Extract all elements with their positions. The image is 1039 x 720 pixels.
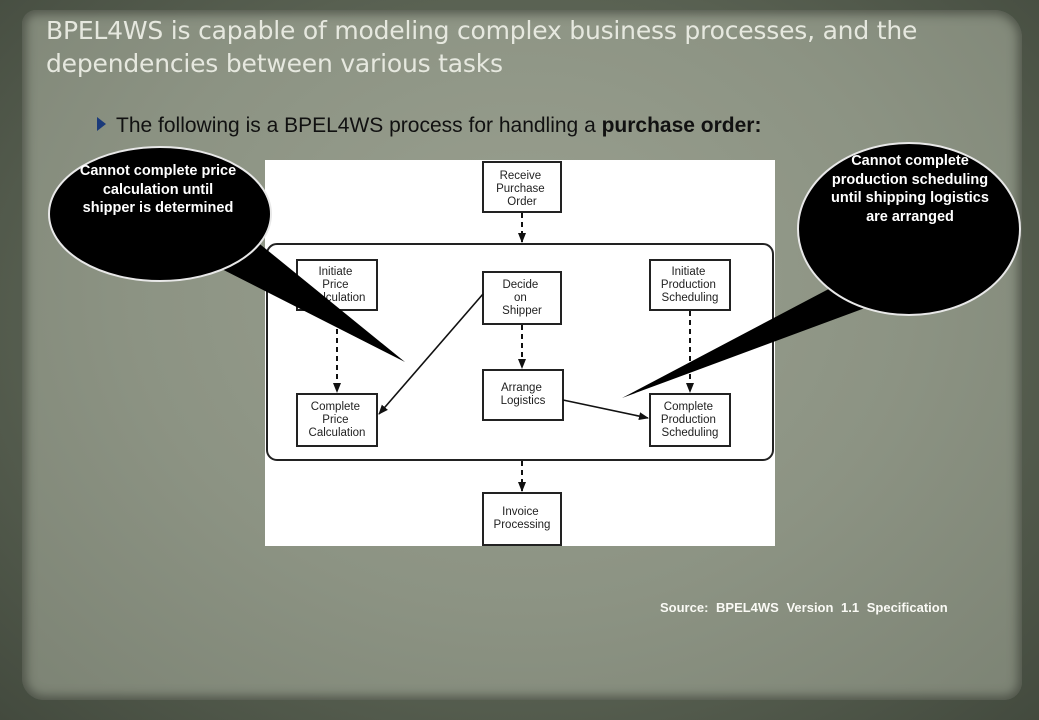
label-arrange-logistics: Arrange Logistics <box>501 382 546 407</box>
slide-title: BPEL4WS is capable of modeling complex b… <box>46 16 918 78</box>
label-decide-on-shipper: Decide on Shipper <box>502 279 542 317</box>
label-complete-price-calculation: Complete Price Calculation <box>309 401 366 439</box>
bullet-bold-text: purchase order: <box>601 114 762 137</box>
node-invoice-processing <box>482 492 562 546</box>
bullet-arrow-icon <box>97 117 106 131</box>
bullet-point: The following is a BPEL4WS process for h… <box>97 114 761 138</box>
link-decide-to-complete-price <box>378 293 484 415</box>
node-receive-purchase-order <box>482 161 562 213</box>
node-complete-price-calculation <box>296 393 378 447</box>
process-diagram-svg: Receive Purchase Order Initiate Price Ca… <box>266 161 774 546</box>
label-invoice-processing: Invoice Processing <box>494 506 551 531</box>
link-arrange-to-complete-prod <box>562 399 649 421</box>
right-callout-text: Cannot complete production scheduling un… <box>831 153 989 225</box>
label-complete-production-scheduling: Complete Production Scheduling <box>661 401 719 439</box>
node-complete-production-scheduling <box>649 393 731 447</box>
label-receive-purchase-order: Receive Purchase Order <box>496 170 548 208</box>
process-diagram: Receive Purchase Order Initiate Price Ca… <box>265 160 775 546</box>
left-callout-text: Cannot complete price calculation until … <box>79 163 237 216</box>
source-citation: Source: BPEL4WS Version 1.1 Specificatio… <box>660 600 948 615</box>
node-arrange-logistics <box>482 369 564 421</box>
node-decide-on-shipper <box>482 271 562 325</box>
bullet-text: The following is a BPEL4WS process for h… <box>116 114 602 137</box>
